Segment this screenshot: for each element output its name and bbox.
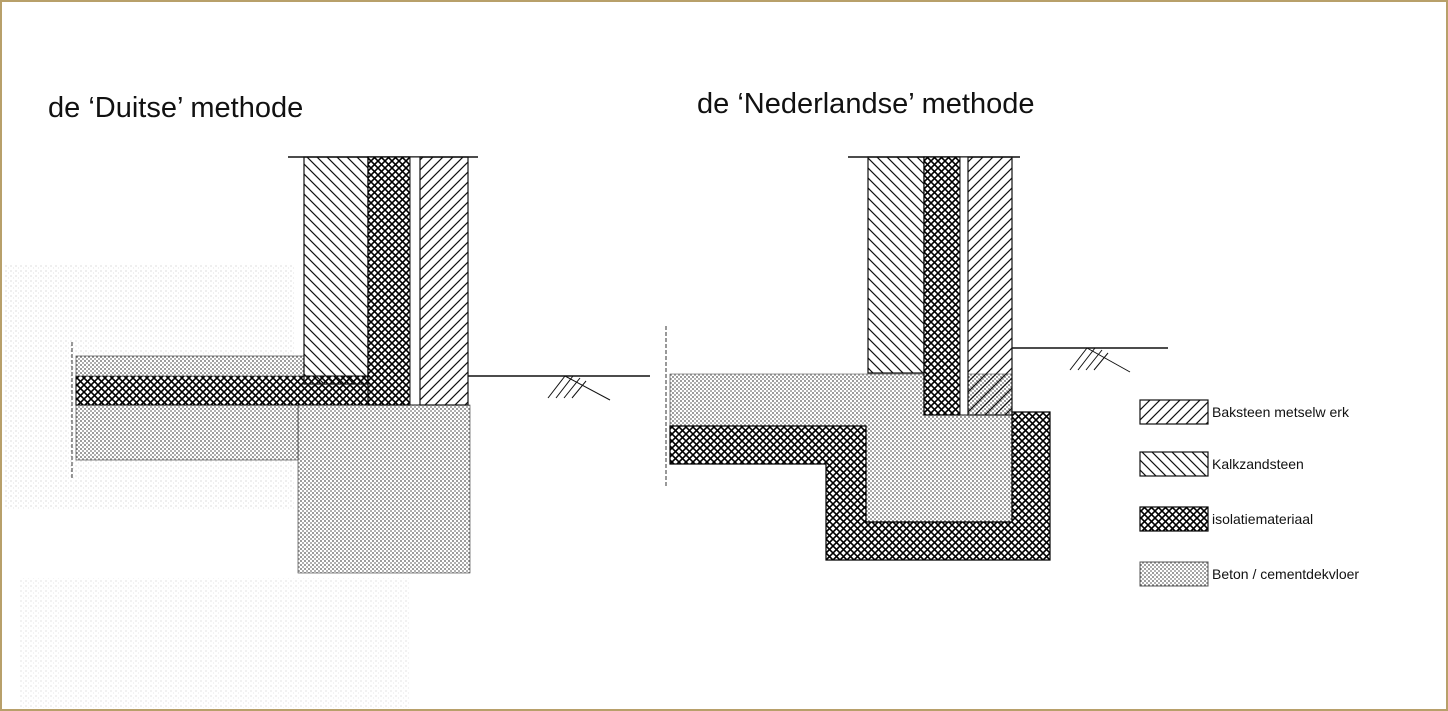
title-german-method: de ‘Duitse’ methode (48, 92, 304, 124)
air-gap (959, 156, 969, 416)
legend-label-brick: Baksteen metselw erk (1212, 404, 1349, 420)
foundation-insulation-wrap (669, 411, 1051, 561)
ground-symbol (547, 375, 611, 401)
legend-swatch-concrete (1139, 561, 1209, 587)
german-method-section (4, 156, 650, 708)
legend-label-insulation: isolatiemateriaal (1212, 511, 1314, 527)
title-dutch-method: de ‘Nederlandse’ methode (697, 88, 1035, 120)
cavity-insulation (923, 156, 961, 416)
concrete-slab (75, 404, 299, 461)
inner-leaf-sandlime (867, 156, 925, 374)
legend-swatch-brick (1139, 399, 1209, 425)
inner-leaf-sandlime (303, 156, 369, 385)
concrete-foundation (297, 404, 471, 574)
outer-leaf-brick (967, 156, 1013, 416)
ground-symbol (1069, 347, 1131, 373)
dutch-method-section (665, 156, 1168, 561)
legend-label-concrete: Beton / cementdekvloer (1212, 566, 1360, 582)
air-gap (409, 156, 421, 406)
legend-swatch-insulation (1139, 506, 1209, 532)
cavity-insulation (367, 156, 411, 406)
screed-layer (75, 355, 305, 377)
legend-swatch-sandlime (1139, 451, 1209, 477)
legend-label-sandlime: Kalkzandsteen (1212, 456, 1304, 472)
scan-noise (20, 578, 410, 708)
legend (1139, 399, 1209, 587)
outer-leaf-brick (419, 156, 469, 406)
